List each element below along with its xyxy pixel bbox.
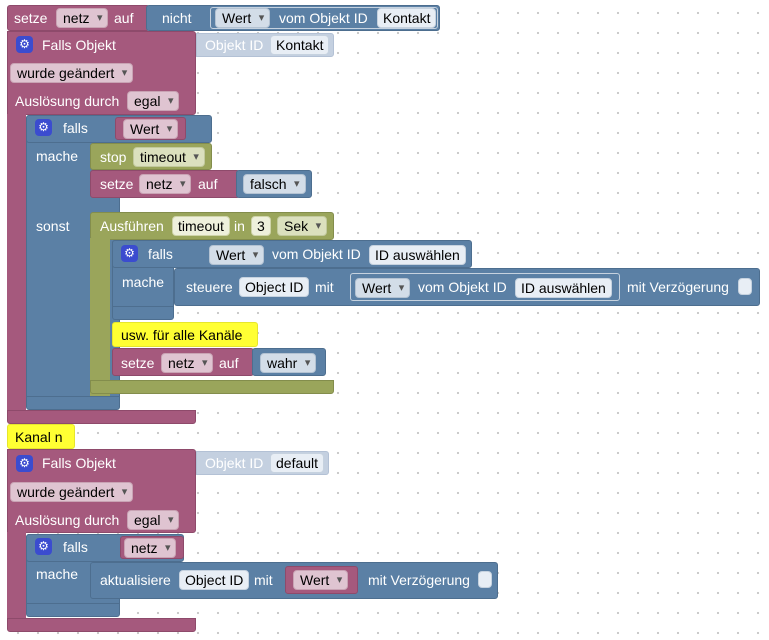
inner-if-bottom: [112, 306, 174, 320]
else-label: sonst: [36, 218, 70, 234]
object-id-label-2: Objekt ID: [205, 455, 264, 471]
gear-icon-if-2[interactable]: ⚙: [35, 538, 52, 555]
control-delay-label: mit Verzögerung: [627, 279, 729, 295]
set-label-3: setze: [121, 355, 155, 371]
if-block-2-bottom: [26, 603, 120, 617]
inner-from-object-label: vom Objekt ID: [272, 246, 361, 262]
comment-text-channels: usw. für alle Kanäle: [121, 327, 243, 343]
variable-dropdown-netz-2[interactable]: netz: [139, 174, 192, 194]
comment-block-channels[interactable]: [112, 322, 258, 347]
set-label-2: setze: [100, 176, 134, 192]
on-object-label-2: Falls Objekt: [42, 455, 116, 471]
inner-value-dropdown[interactable]: Wert: [209, 245, 265, 265]
from-object-label: vom Objekt ID: [279, 10, 368, 26]
trigger-label: Auslösung durch: [15, 93, 120, 109]
timeout-execute-bottom: [90, 380, 334, 394]
control-with-label: mit: [315, 279, 334, 295]
gear-icon-if[interactable]: ⚙: [35, 119, 52, 136]
delay-number-field[interactable]: 3: [251, 216, 271, 236]
value-dropdown[interactable]: Wert: [123, 119, 179, 139]
variable-dropdown-netz-3[interactable]: netz: [161, 353, 214, 373]
control-label: steuere: [186, 279, 233, 295]
if-label: falls: [63, 120, 88, 136]
change-type-dropdown-2[interactable]: wurde geändert: [10, 482, 134, 502]
object-id-field-default[interactable]: default: [270, 453, 325, 473]
update-delay-checkbox[interactable]: [478, 571, 492, 588]
comment-block-kanal[interactable]: [7, 424, 75, 449]
update-value-dropdown[interactable]: Wert: [293, 570, 349, 590]
gear-icon[interactable]: ⚙: [16, 36, 33, 53]
value-type-dropdown[interactable]: Wert: [215, 8, 271, 28]
if-label-2: falls: [63, 539, 88, 555]
object-id-label: Objekt ID: [205, 37, 264, 53]
not-label: nicht: [162, 10, 192, 26]
execute-label: Ausführen: [100, 218, 164, 234]
event-block-bottom: [7, 410, 196, 424]
to-label-3: auf: [219, 355, 239, 371]
to-label-2: auf: [198, 176, 218, 192]
update-with-label: mit: [254, 572, 273, 588]
variable-dropdown-netz-4[interactable]: netz: [124, 538, 177, 558]
inner-if-label: falls: [148, 246, 173, 262]
trigger-dropdown-egal[interactable]: egal: [127, 91, 180, 111]
boolean-dropdown-false[interactable]: falsch: [243, 174, 306, 194]
event-block-left-spine: [7, 114, 26, 414]
unit-dropdown-sek[interactable]: Sek: [277, 216, 328, 236]
stop-label: stop: [100, 149, 127, 165]
event-block-2-bottom: [7, 618, 196, 632]
change-type-dropdown[interactable]: wurde geändert: [10, 63, 134, 83]
on-object-label: Falls Objekt: [42, 37, 116, 53]
timeout-execute-spine: [90, 238, 110, 398]
gear-icon-2[interactable]: ⚙: [16, 455, 33, 472]
do-label-2: mache: [36, 566, 79, 582]
update-object-id-field[interactable]: Object ID: [179, 570, 250, 590]
trigger-dropdown-egal-2[interactable]: egal: [127, 510, 180, 530]
update-label: aktualisiere: [100, 572, 171, 588]
control-object-id-field[interactable]: Object ID: [239, 277, 310, 297]
update-delay-label: mit Verzögerung: [368, 572, 470, 588]
if-else-bottom: [26, 396, 120, 410]
do-label: mache: [36, 148, 79, 164]
timeout-dropdown[interactable]: timeout: [133, 147, 205, 167]
control-id-select-field[interactable]: ID auswählen: [515, 278, 612, 298]
gear-icon-inner-if[interactable]: ⚙: [121, 245, 138, 262]
control-value-dropdown[interactable]: Wert: [355, 278, 411, 298]
delay-checkbox[interactable]: [738, 278, 752, 295]
timeout-name-field[interactable]: timeout: [172, 216, 230, 236]
event-block-2-left-spine: [7, 532, 26, 622]
in-label: in: [234, 218, 245, 234]
to-label: auf: [114, 10, 134, 26]
set-label: setze: [14, 10, 48, 26]
control-from-object-label: vom Objekt ID: [418, 279, 507, 295]
trigger-label-2: Auslösung durch: [15, 512, 120, 528]
comment-text-kanal: Kanal n: [15, 429, 63, 445]
boolean-dropdown-true[interactable]: wahr: [260, 353, 317, 373]
object-id-field-kontakt[interactable]: Kontakt: [377, 8, 437, 28]
variable-dropdown-netz[interactable]: netz: [56, 8, 109, 28]
object-id-field-kontakt-2[interactable]: Kontakt: [270, 35, 330, 55]
id-select-field[interactable]: ID auswählen: [369, 245, 466, 265]
inner-do-label: mache: [122, 274, 165, 290]
